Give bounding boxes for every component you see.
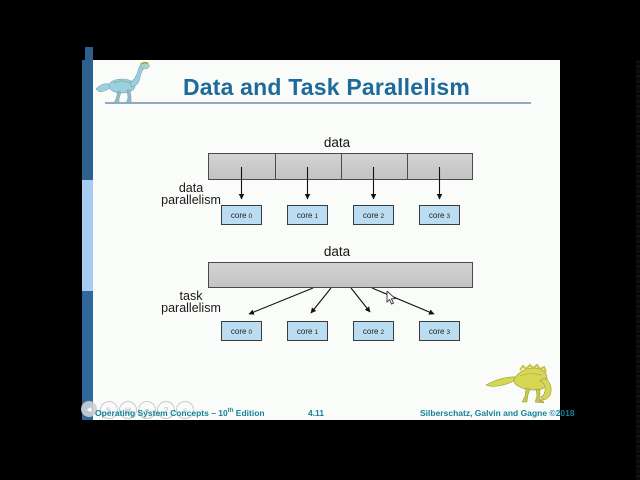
data-label-top: data (323, 135, 351, 150)
zoom-tool-icon: ● (144, 405, 150, 415)
data-bar-solid (208, 262, 473, 288)
sidebar-bar-dark (82, 60, 93, 180)
slide-canvas (93, 60, 560, 420)
bar-divider (341, 154, 342, 179)
help-icon: ? (163, 405, 169, 415)
bar-divider (407, 154, 408, 179)
bar-divider (275, 154, 276, 179)
footer-authors: Silberschatz, Galvin and Gagne ©2018 (420, 408, 575, 418)
dinosaur-footer-icon (484, 362, 558, 405)
mouse-cursor (386, 291, 398, 305)
slide-overview-icon: ▤ (124, 405, 132, 415)
previous-slide-icon: ◄ (85, 404, 93, 414)
slide-title: Data and Task Parallelism (182, 74, 471, 100)
sidebar-notch (85, 47, 93, 60)
title-underline (105, 102, 531, 104)
page-number: 4.11 (307, 408, 325, 418)
nav-menu-button[interactable]: ≡ (176, 401, 194, 419)
nav-overview-button[interactable]: ▤ (119, 401, 137, 419)
sidebar-bar-light (82, 180, 93, 291)
nav-help-button[interactable]: ? (157, 401, 175, 419)
footer-book-title: Operating System Concepts – 10th Edition (95, 408, 265, 418)
menu-icon: ≡ (182, 405, 188, 415)
nav-pen-button[interactable]: ✎ (100, 401, 118, 419)
video-noise-strip (636, 60, 640, 480)
dinosaur-logo-icon (94, 59, 158, 105)
data-bar-segmented (208, 153, 473, 180)
task-parallelism-label: task parallelism (161, 289, 221, 315)
nav-zoom-button[interactable]: ● (138, 401, 156, 419)
pen-tool-icon: ✎ (105, 405, 113, 415)
data-parallelism-label: data parallelism (161, 181, 221, 207)
sidebar-bar-bottom (82, 291, 93, 420)
nav-previous-button[interactable]: ◄ (81, 401, 97, 417)
data-label-bottom: data (323, 244, 351, 259)
